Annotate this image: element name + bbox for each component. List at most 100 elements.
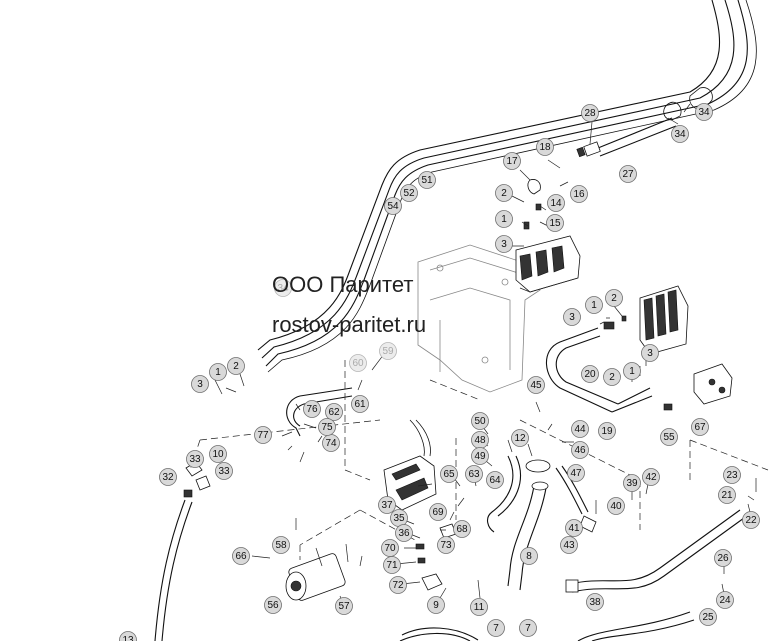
hose-65 <box>486 455 521 533</box>
svg-text:68: 68 <box>456 524 468 535</box>
svg-text:9: 9 <box>433 600 439 611</box>
callout-2: 2 <box>603 368 621 386</box>
callout-36: 36 <box>395 524 413 542</box>
callout-34: 34 <box>671 125 689 143</box>
svg-text:44: 44 <box>574 424 586 435</box>
callout-8: 8 <box>520 547 538 565</box>
svg-text:74: 74 <box>325 438 337 449</box>
svg-text:2: 2 <box>611 293 617 304</box>
svg-text:24: 24 <box>719 595 731 606</box>
svg-text:35: 35 <box>393 513 405 524</box>
callout-71: 71 <box>383 556 401 574</box>
callout-70: 70 <box>381 539 399 557</box>
svg-text:1: 1 <box>591 300 597 311</box>
svg-text:1: 1 <box>215 367 221 378</box>
callout-49: 49 <box>471 447 489 465</box>
svg-text:10: 10 <box>212 449 224 460</box>
svg-text:63: 63 <box>468 469 480 480</box>
svg-text:37: 37 <box>381 500 393 511</box>
dashed-leaders <box>189 360 769 560</box>
svg-text:38: 38 <box>589 597 601 608</box>
callout-74: 74 <box>322 434 340 452</box>
svg-text:39: 39 <box>626 478 638 489</box>
callout-3: 3 <box>641 344 659 362</box>
callout-43: 43 <box>560 536 578 554</box>
watermark-company: ООО Паритет <box>272 272 414 297</box>
callout-67: 67 <box>691 418 709 436</box>
callout-34: 34 <box>695 103 713 121</box>
svg-text:26: 26 <box>717 553 729 564</box>
callout-39: 39 <box>623 474 641 492</box>
callout-44: 44 <box>571 420 589 438</box>
svg-text:48: 48 <box>474 435 486 446</box>
svg-text:16: 16 <box>573 189 585 200</box>
callout-11: 11 <box>470 598 488 616</box>
svg-text:56: 56 <box>267 600 279 611</box>
callout-77: 77 <box>254 426 272 444</box>
callout-61: 61 <box>351 395 369 413</box>
svg-text:2: 2 <box>233 361 239 372</box>
callout-7: 7 <box>519 619 537 637</box>
svg-text:20: 20 <box>584 369 596 380</box>
svg-text:3: 3 <box>647 348 653 359</box>
callout-28: 28 <box>581 104 599 122</box>
svg-text:36: 36 <box>398 528 410 539</box>
callout-50: 50 <box>471 412 489 430</box>
callout-55: 55 <box>660 428 678 446</box>
callout-9: 9 <box>427 596 445 614</box>
svg-text:49: 49 <box>474 451 486 462</box>
callout-20: 20 <box>581 365 599 383</box>
svg-text:11: 11 <box>474 602 485 613</box>
bottom-hoses <box>399 611 695 641</box>
svg-text:59: 59 <box>382 346 394 357</box>
callout-1: 1 <box>209 363 227 381</box>
svg-text:64: 64 <box>489 475 501 486</box>
callout-21: 21 <box>718 486 736 504</box>
hose-27 <box>576 117 677 158</box>
svg-text:42: 42 <box>645 472 657 483</box>
svg-text:12: 12 <box>514 433 526 444</box>
callout-72: 72 <box>389 576 407 594</box>
svg-text:51: 51 <box>421 175 433 186</box>
svg-text:46: 46 <box>574 445 586 456</box>
callout-2: 2 <box>227 357 245 375</box>
svg-text:72: 72 <box>392 580 404 591</box>
callout-24: 24 <box>716 591 734 609</box>
callout-42: 42 <box>642 468 660 486</box>
callout-37: 37 <box>378 496 396 514</box>
svg-text:17: 17 <box>506 156 518 167</box>
callout-25: 25 <box>699 608 717 626</box>
callout-35: 35 <box>390 509 408 527</box>
svg-text:33: 33 <box>189 454 201 465</box>
callout-19: 19 <box>598 422 616 440</box>
svg-text:1: 1 <box>501 214 507 225</box>
callout-47: 47 <box>567 464 585 482</box>
callout-1: 1 <box>585 296 603 314</box>
callout-1: 1 <box>623 362 641 380</box>
svg-text:34: 34 <box>698 107 710 118</box>
svg-text:2: 2 <box>609 372 615 383</box>
callout-51: 51 <box>418 171 436 189</box>
svg-text:45: 45 <box>530 380 542 391</box>
callout-56: 56 <box>264 596 282 614</box>
svg-text:3: 3 <box>569 312 575 323</box>
svg-text:15: 15 <box>549 218 561 229</box>
callout-66: 66 <box>232 547 250 565</box>
callout-33: 33 <box>215 462 233 480</box>
callout-73: 73 <box>437 536 455 554</box>
svg-text:70: 70 <box>384 543 396 554</box>
svg-text:27: 27 <box>622 169 634 180</box>
svg-text:67: 67 <box>694 422 706 433</box>
svg-text:69: 69 <box>432 507 444 518</box>
svg-text:1: 1 <box>629 366 635 377</box>
svg-text:32: 32 <box>162 472 174 483</box>
hose-19-20 <box>545 327 653 413</box>
pump-37 <box>383 419 437 511</box>
callout-62: 62 <box>325 403 343 421</box>
svg-text:43: 43 <box>563 540 575 551</box>
svg-text:23: 23 <box>726 470 738 481</box>
control-valve-right <box>603 285 689 355</box>
svg-text:21: 21 <box>721 490 733 501</box>
svg-text:2: 2 <box>501 188 507 199</box>
svg-text:71: 71 <box>386 560 398 571</box>
